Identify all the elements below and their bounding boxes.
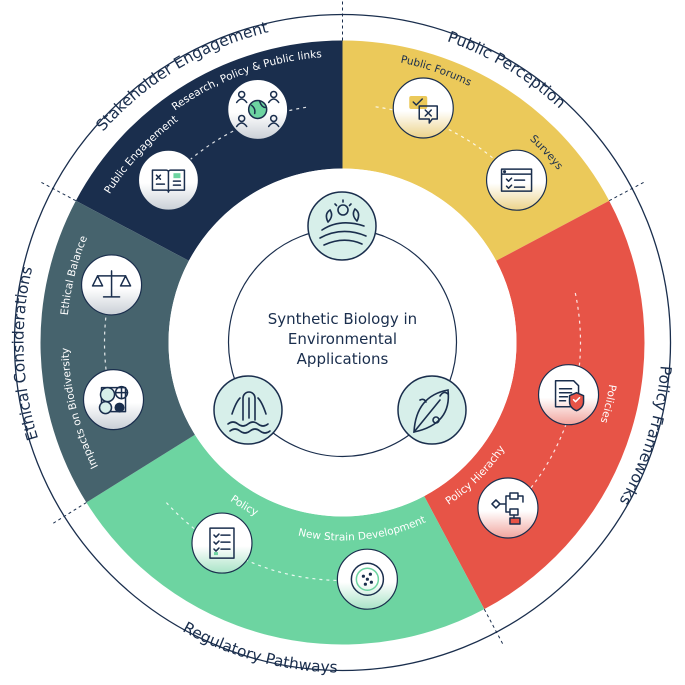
inner-icon-agriculture — [307, 191, 377, 261]
inner-icon-water — [213, 375, 283, 445]
segment-ethical — [40, 200, 195, 503]
water-treatment-icon — [227, 391, 271, 434]
inner-icon-leaf — [397, 375, 467, 445]
center-title-line-1: Synthetic Biology in — [268, 310, 417, 328]
item-policy-circle — [191, 512, 253, 574]
outer-label-ethical: Ethical Considerations — [9, 265, 42, 443]
people-globe-icon — [235, 90, 280, 128]
item-biodiversity-circle — [82, 368, 145, 431]
outer-dividers — [40, 0, 645, 645]
agriculture-icon — [319, 199, 367, 246]
leaf-microbe-icon — [413, 389, 450, 433]
scales-icon — [91, 270, 132, 298]
book-icon — [151, 169, 186, 193]
center-title-line-3: Applications — [297, 350, 389, 368]
checklist-icon — [209, 527, 235, 559]
segment-divider — [483, 608, 504, 645]
chat-bubbles-icon — [409, 96, 438, 124]
center-title: Synthetic Biology in Environmental Appli… — [268, 310, 417, 368]
survey-form-icon — [500, 168, 533, 192]
biodiversity-icon — [98, 385, 129, 415]
segment-divider — [40, 181, 77, 202]
segment-divider — [608, 181, 645, 202]
segment-divider — [52, 502, 87, 525]
item-hierarchy-circle — [477, 477, 539, 539]
center-title-line-2: Environmental — [288, 330, 397, 348]
item-policies-circle — [537, 364, 600, 426]
petri-dish-icon — [350, 562, 385, 596]
flowchart-icon — [491, 492, 524, 525]
document-shield-icon — [554, 379, 585, 412]
